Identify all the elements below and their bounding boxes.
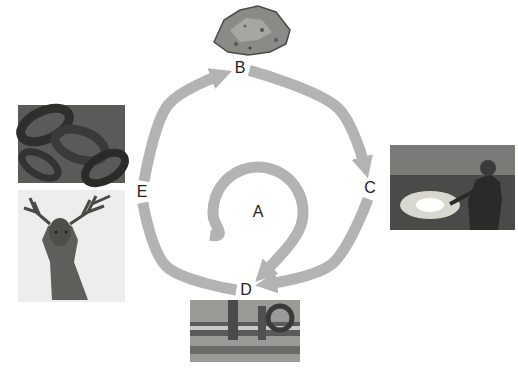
stage-letter-text: B bbox=[235, 59, 246, 77]
stage-letter: A bbox=[210, 164, 306, 260]
rusty-chain-photo bbox=[16, 101, 131, 189]
stage-letter: D bbox=[236, 279, 256, 301]
stage-letter: B bbox=[231, 57, 250, 79]
pipeline-photo bbox=[190, 300, 300, 362]
stage-letter-text: C bbox=[364, 179, 376, 197]
steelworker-photo bbox=[390, 145, 515, 230]
stage-letter-text: E bbox=[137, 183, 148, 201]
cycle-arrow bbox=[249, 70, 363, 162]
stage-letter-text: A bbox=[253, 203, 264, 221]
ore-rock bbox=[214, 6, 290, 55]
stage-letter-text: D bbox=[240, 281, 252, 299]
stage-letter: E bbox=[133, 181, 152, 203]
stage-letter: C bbox=[360, 177, 380, 199]
cycle-arrow bbox=[144, 77, 217, 182]
cycle-arrow bbox=[143, 203, 236, 290]
cycle-arrow bbox=[210, 167, 303, 270]
deer-statue-photo bbox=[18, 190, 125, 302]
